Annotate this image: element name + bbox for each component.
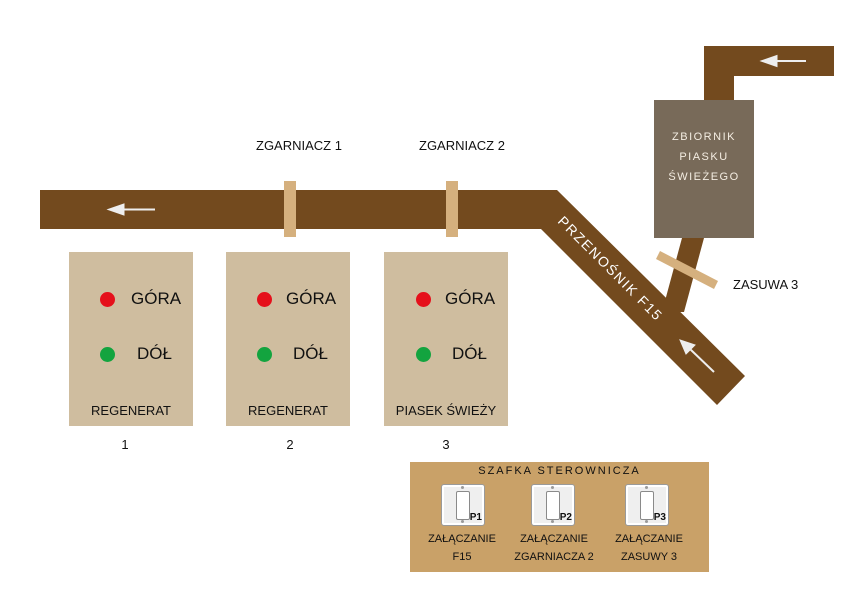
switch-label-line1: ZAŁĄCZANIE [615, 533, 683, 545]
up-indicator-light [416, 292, 431, 307]
down-label: DÓŁ [137, 344, 172, 363]
cabinet-title: SZAFKA STEROWNICZA [478, 465, 641, 477]
flow-arrow-feed [759, 54, 806, 68]
panel-1[interactable]: GÓRA DÓŁ REGENERAT [69, 252, 193, 426]
valve-gate[interactable] [656, 251, 718, 289]
switch-label-line1: ZAŁĄCZANIE [428, 533, 496, 545]
panel-name: REGENERAT [91, 403, 171, 418]
tank-label-line3: ŚWIEŻEGO [668, 171, 740, 183]
screw-icon [461, 520, 464, 523]
screw-icon [551, 486, 554, 489]
switch-code: P3 [653, 512, 666, 523]
tank-label-line2: PIASKU [679, 151, 729, 163]
switch-label-line2: F15 [452, 551, 472, 563]
valve-label: ZASUWA 3 [733, 277, 799, 292]
scraper-2-label: ZGARNIACZ 2 [419, 138, 505, 153]
up-label: GÓRA [131, 289, 182, 308]
switch-label-line1: ZAŁĄCZANIE [520, 533, 588, 545]
tank-outlet-chute [662, 238, 704, 312]
screw-icon [645, 486, 648, 489]
up-indicator-light [100, 292, 115, 307]
flow-arrow-main [106, 203, 155, 216]
panel-name: REGENERAT [248, 403, 328, 418]
main-conveyor-belt [40, 190, 745, 405]
down-indicator-light [416, 347, 431, 362]
switch-p2[interactable]: P2 [531, 484, 575, 526]
down-indicator-light [257, 347, 272, 362]
switch-p3[interactable]: P3 [625, 484, 669, 526]
panel-name: PIASEK ŚWIEŻY [395, 403, 497, 418]
control-cabinet: SZAFKA STEROWNICZA P1 P2 P3 ZAŁĄCZANIE F… [410, 462, 709, 572]
switch-p1-label: ZAŁĄCZANIE F15 [412, 530, 512, 566]
switch-p3-label: ZAŁĄCZANIE ZASUWY 3 [599, 530, 699, 566]
flow-arrow-diagonal [679, 339, 715, 373]
switch-code: P2 [559, 512, 572, 523]
switch-p1[interactable]: P1 [441, 484, 485, 526]
panel-1-number: 1 [121, 437, 129, 452]
screw-icon [551, 520, 554, 523]
scraper-2-gate[interactable] [446, 181, 458, 237]
down-indicator-light [100, 347, 115, 362]
screw-icon [461, 486, 464, 489]
switch-label-line2: ZGARNIACZA 2 [514, 551, 594, 563]
switch-label-line2: ZASUWY 3 [620, 551, 678, 563]
down-label: DÓŁ [452, 344, 487, 363]
toggle-lever-icon [546, 491, 560, 520]
screw-icon [645, 520, 648, 523]
down-label: DÓŁ [293, 344, 328, 363]
conveyor-label: PRZENOŚNIK F15 [555, 212, 667, 324]
scraper-1-label: ZGARNIACZ 1 [256, 138, 342, 153]
panel-3[interactable]: GÓRA DÓŁ PIASEK ŚWIEŻY [384, 252, 508, 426]
tank-label-line1: ZBIORNIK [672, 131, 736, 143]
up-label: GÓRA [445, 289, 496, 308]
panel-2-number: 2 [286, 437, 294, 452]
toggle-lever-icon [640, 491, 654, 520]
up-label: GÓRA [286, 289, 337, 308]
switch-code: P1 [469, 512, 482, 523]
panel-2[interactable]: GÓRA DÓŁ REGENERAT [226, 252, 350, 426]
panel-3-number: 3 [442, 437, 450, 452]
scraper-1-gate[interactable] [284, 181, 296, 237]
toggle-lever-icon [456, 491, 470, 520]
fresh-sand-tank[interactable]: ZBIORNIK PIASKU ŚWIEŻEGO [654, 100, 754, 238]
switch-p2-label: ZAŁĄCZANIE ZGARNIACZA 2 [504, 530, 604, 566]
up-indicator-light [257, 292, 272, 307]
